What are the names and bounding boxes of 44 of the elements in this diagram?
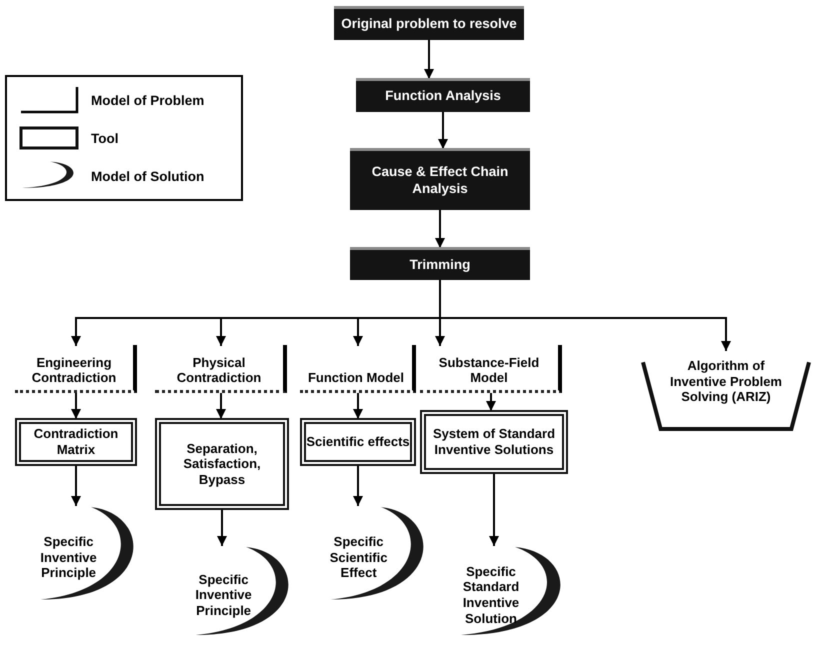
node-label: Function Analysis <box>385 88 501 105</box>
arrow <box>217 510 227 546</box>
tool-box <box>15 418 137 466</box>
arrow <box>216 393 226 419</box>
node-label: Scientific effects <box>306 434 410 450</box>
tool-box <box>420 410 568 474</box>
node-label: Separation, Satisfaction, Bypass <box>182 440 262 488</box>
problem-model-node <box>15 345 137 393</box>
node-label: System of Standard Inventive Solutions <box>432 426 556 458</box>
node-label: Specific Scientific Effect <box>328 534 388 581</box>
arrow <box>71 466 81 506</box>
legend-label: Tool <box>91 130 118 146</box>
node-label: Specific Inventive Principle <box>39 534 98 581</box>
node-label: Trimming <box>410 256 470 274</box>
process-box <box>356 78 530 112</box>
node-label: Specific Standard Inventive Solution <box>462 564 520 626</box>
arrow <box>71 393 81 419</box>
problem-model-node <box>155 345 287 393</box>
node-label: Function Model <box>308 370 404 386</box>
node-label: Engineering Contradiction <box>30 354 118 386</box>
node-label: Original problem to resolve <box>341 16 517 33</box>
tool-box <box>300 418 416 466</box>
arrow <box>424 40 434 79</box>
arrow <box>439 280 731 351</box>
problem-model-node <box>300 345 416 393</box>
node-label: Substance-Field Model <box>438 354 540 386</box>
arrow <box>489 474 499 546</box>
arrow <box>435 210 445 248</box>
process-box <box>350 148 530 210</box>
process-box <box>350 247 530 280</box>
arrow <box>353 466 363 506</box>
node-label: Specific Inventive Principle <box>194 572 253 618</box>
node-label: Contradiction Matrix <box>32 426 120 458</box>
legend-label: Model of Solution <box>91 168 204 184</box>
process-box <box>334 6 524 40</box>
problem-model-node <box>420 345 562 393</box>
arrow <box>438 112 448 149</box>
arrow <box>353 393 363 419</box>
node-label: Algorithm of Inventive Problem Solving (ARIZ) <box>669 358 783 405</box>
arrow <box>486 393 496 411</box>
node-label: Physical Contradiction <box>176 354 262 386</box>
legend-label: Model of Problem <box>91 92 204 108</box>
node-label: Cause & Effect Chain Analysis <box>370 164 510 197</box>
tool-box <box>155 418 289 510</box>
